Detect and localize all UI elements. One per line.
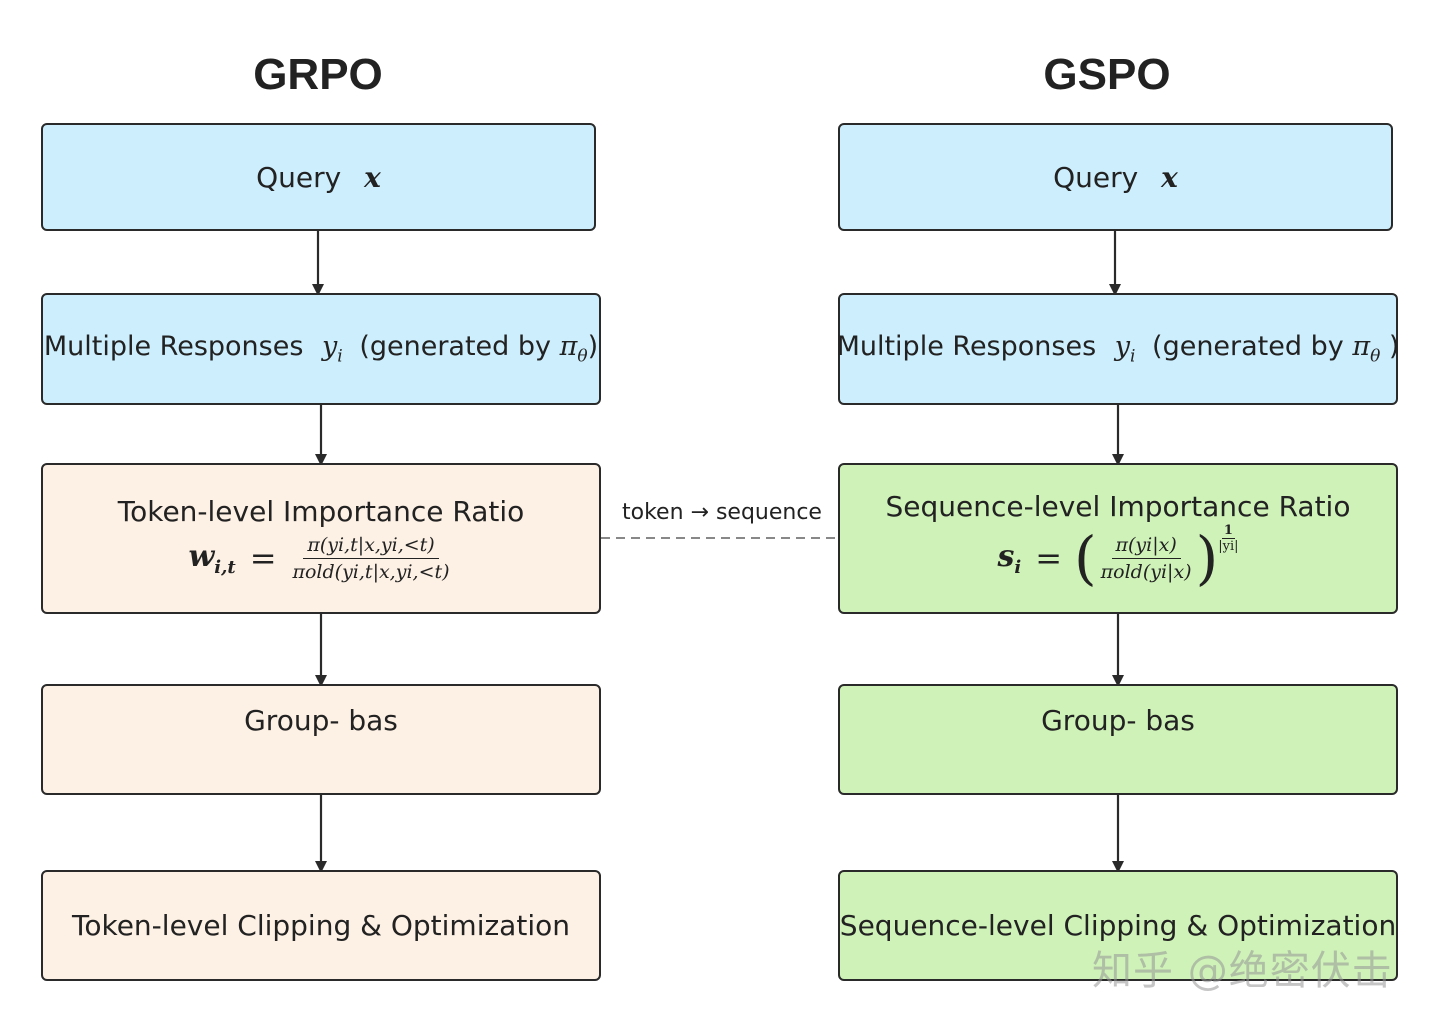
watermark: 知乎 @绝密伏击 <box>1092 948 1393 994</box>
gspo-responses-var: y <box>1114 331 1130 363</box>
gspo-responses-box: Multiple Responses yi (generated by πθ ) <box>837 293 1400 405</box>
gspo-group-box: Group- bas <box>838 684 1398 795</box>
connector-label: token → sequence <box>622 500 822 525</box>
grpo-query-box: Query x <box>41 123 596 231</box>
gspo-responses-sub: i <box>1130 346 1136 367</box>
grpo-responses-var: y <box>322 331 338 363</box>
grpo-clip-label: Token-level Clipping & Optimization <box>72 909 570 942</box>
grpo-responses-box: Multiple Responses yi (generated by πθ) <box>41 293 601 405</box>
grpo-group-box: Group- bas <box>41 684 601 795</box>
gspo-responses-pi: π <box>1352 331 1371 363</box>
gspo-query-text: Query x <box>1053 161 1178 194</box>
gspo-responses-tail-close: ) <box>1380 331 1400 363</box>
grpo-responses-tail-open: (generated by <box>359 331 560 363</box>
gspo-ratio-paren-close: ) <box>1195 524 1219 592</box>
gspo-clip-box: Sequence-level Clipping & Optimization <box>838 870 1398 981</box>
grpo-responses-tail-close: ) <box>587 331 599 363</box>
grpo-responses-pi-sub: θ <box>577 346 588 367</box>
grpo-group-label: Group- bas <box>244 704 398 737</box>
grpo-ratio-lhs-sub: i,t <box>214 556 236 578</box>
grpo-responses-pi: π <box>559 331 578 363</box>
gspo-ratio-lhs-sub: i <box>1014 556 1022 578</box>
gspo-ratio-exp-num: 1 <box>1221 523 1235 539</box>
grpo-title: GRPO <box>253 50 383 99</box>
gspo-ratio-eq: = <box>1035 539 1063 577</box>
gspo-ratio-exp-den: |yi| <box>1218 539 1239 554</box>
gspo-ratio-lhs: s <box>997 538 1015 574</box>
grpo-responses-text: Multiple Responses yi (generated by πθ) <box>44 331 598 366</box>
gspo-ratio-fraction: π(yi|x) πold(yi|x) <box>1097 534 1196 583</box>
grpo-responses-sub: i <box>337 346 343 367</box>
gspo-ratio-box: Sequence-level Importance Ratio si = ( π… <box>838 463 1398 614</box>
grpo-ratio-lhs: w <box>188 538 215 574</box>
gspo-responses-tail-open: (generated by <box>1152 331 1353 363</box>
gspo-query-var: x <box>1161 160 1178 194</box>
grpo-ratio-title: Token-level Importance Ratio <box>117 494 525 528</box>
grpo-ratio-formula: wi,t = π(yi,t|x,yi,<t) πold(yi,t|x,yi,<t… <box>188 534 453 583</box>
grpo-responses-label: Multiple Responses <box>43 331 304 363</box>
gspo-ratio-formula: si = ( π(yi|x) πold(yi|x) ) 1 |yi| <box>997 523 1238 592</box>
gspo-ratio-paren-open: ( <box>1074 524 1097 592</box>
gspo-ratio-denominator: πold(yi|x) <box>1100 560 1192 583</box>
gspo-responses-label: Multiple Responses <box>836 331 1097 363</box>
grpo-clip-box: Token-level Clipping & Optimization <box>41 870 601 981</box>
grpo-query-text: Query x <box>256 161 381 194</box>
gspo-title: GSPO <box>1043 50 1171 99</box>
grpo-ratio-denominator: πold(yi,t|x,yi,<t) <box>292 560 450 583</box>
gspo-group-label: Group- bas <box>1041 704 1195 737</box>
grpo-query-var: x <box>364 160 381 194</box>
gspo-ratio-numerator: π(yi|x) <box>1111 534 1181 559</box>
grpo-ratio-fraction: π(yi,t|x,yi,<t) πold(yi,t|x,yi,<t) <box>289 534 454 583</box>
grpo-ratio-numerator: π(yi,t|x,yi,<t) <box>303 534 439 559</box>
gspo-responses-text: Multiple Responses yi (generated by πθ ) <box>837 331 1400 366</box>
gspo-query-label: Query <box>1053 160 1139 194</box>
gspo-responses-pi-sub: θ <box>1370 346 1381 367</box>
grpo-query-label: Query <box>256 160 342 194</box>
gspo-ratio-title: Sequence-level Importance Ratio <box>885 490 1351 523</box>
gspo-query-box: Query x <box>838 123 1393 231</box>
grpo-ratio-eq: = <box>249 539 277 577</box>
gspo-ratio-exponent: 1 |yi| <box>1218 523 1238 554</box>
gspo-clip-label: Sequence-level Clipping & Optimization <box>839 909 1397 942</box>
grpo-ratio-box: Token-level Importance Ratio wi,t = π(yi… <box>41 463 601 614</box>
